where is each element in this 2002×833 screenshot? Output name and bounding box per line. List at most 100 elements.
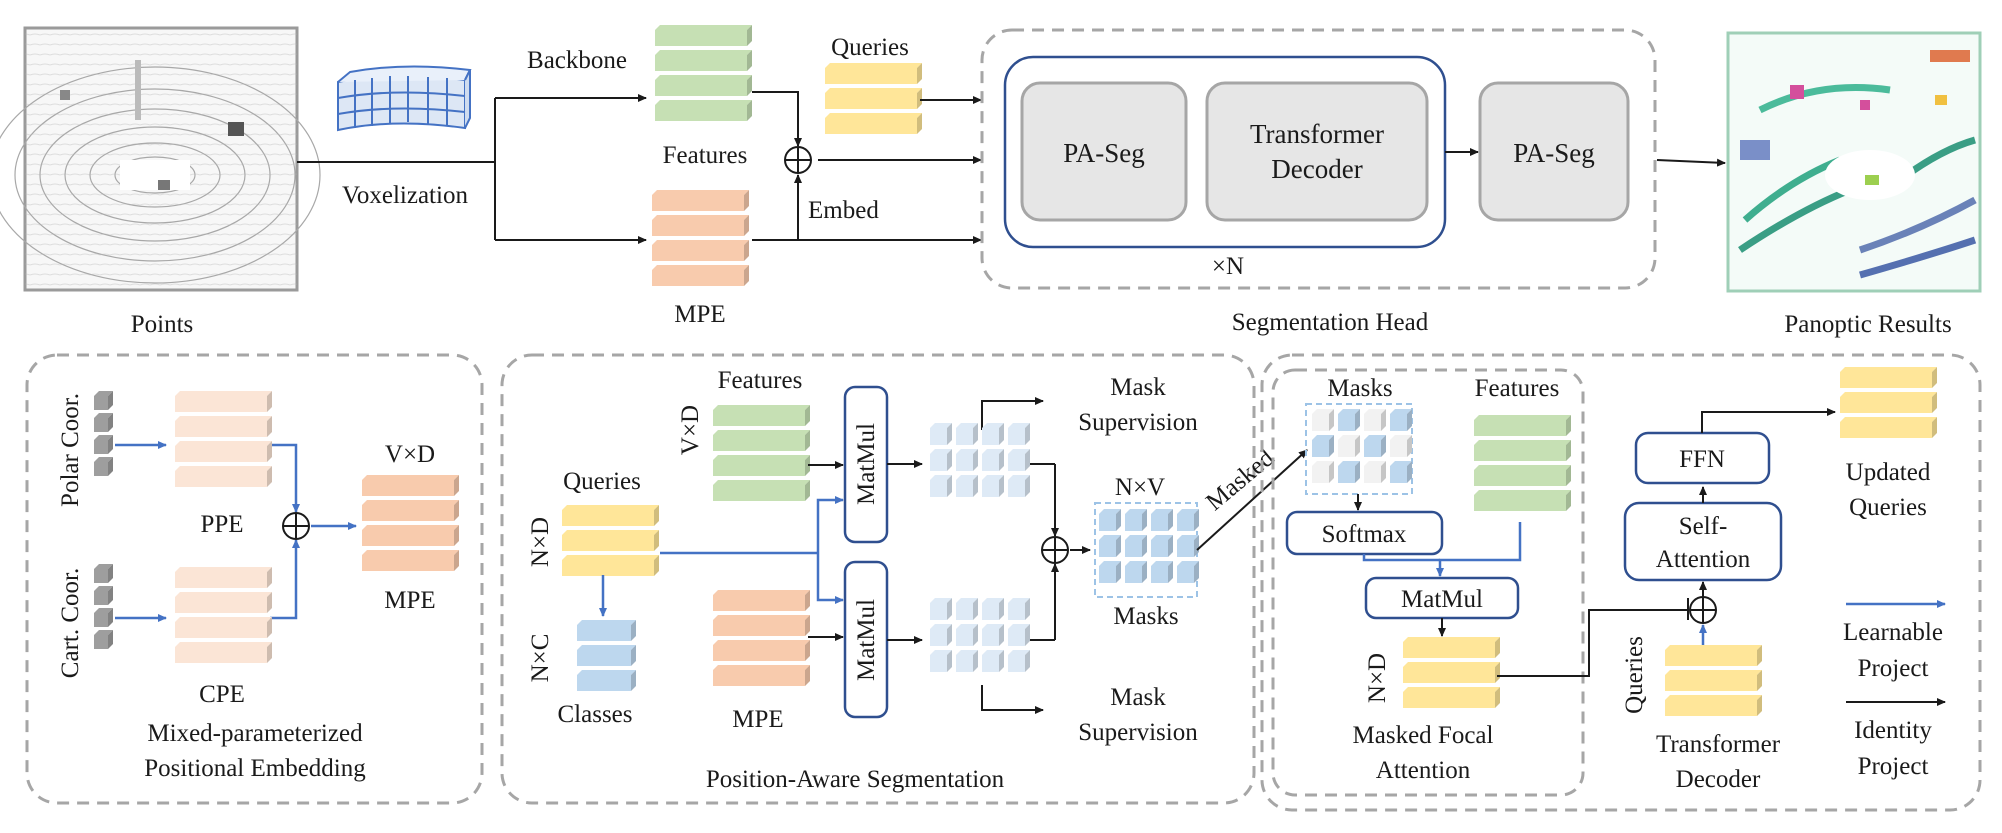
mask-cell [1390,435,1412,457]
mpe-bar [713,615,810,636]
identity-line2: Project [1858,753,1929,780]
nv-label: N×V [1115,474,1165,501]
cpe-stack [175,567,272,663]
dec-matmul-label: MatMul [1401,586,1483,613]
transformer-decoder-box [1205,81,1429,222]
mask-cell [1390,409,1412,431]
updated-queries-line2: Queries [1849,494,1927,521]
decoder-panel-outer [1260,353,1982,812]
mask-cell [956,449,978,471]
dec-features-stack [1474,415,1571,511]
mfa-label-line2: Attention [1376,757,1471,784]
class-bar [577,645,636,666]
mpe-bar [652,265,749,286]
cartesian-coordinate-cubes [94,564,113,649]
ppe-bar [175,441,272,462]
mpe-bar [713,640,810,661]
mask-cell [982,650,1004,672]
updated-queries-stack [1840,367,1937,438]
feature-bar [713,455,810,476]
add-icon [1041,536,1069,564]
mask-cell [982,624,1004,646]
mpe-bar [362,550,459,571]
segmentation-head-label: Segmentation Head [1232,309,1429,336]
ppe-stack [175,391,272,487]
mask-cell [1151,561,1173,583]
td-label-line1: Transformer [1656,731,1781,758]
mask-cell [1099,561,1121,583]
mpe-panel-label: MPE [384,587,435,614]
class-bar [577,670,636,691]
feature-bar [655,100,752,121]
mask-cell [1177,535,1199,557]
feature-bar [655,50,752,71]
mask-cell [956,598,978,620]
mask-cell [1177,561,1199,583]
dec-nd-label: N×D [1364,653,1391,703]
query-bar [1403,637,1500,658]
mask-cell [982,475,1004,497]
mask-cell [930,475,952,497]
mask-cell [1008,423,1030,445]
coordinate-cube [94,630,113,649]
queries-stack [825,63,922,134]
query-bar [1403,687,1500,708]
mask-supervision-top-line1: Mask [1110,374,1166,401]
feature-bar [1474,490,1571,511]
mask-cell [1099,535,1121,557]
query-bar [1840,367,1937,388]
coordinate-cube [94,413,113,432]
mask-cell [1338,461,1360,483]
mask-cell [1312,435,1334,457]
cpe-bar [175,567,272,588]
backbone-label: Backbone [527,47,627,74]
classes-label: Classes [558,701,633,728]
mpe-bar [652,190,749,211]
matmul-label-1: MatMul [853,423,880,505]
query-bar [1665,670,1762,691]
mask-cell [982,449,1004,471]
mask-cell [956,650,978,672]
mask-cell [1125,509,1147,531]
mask-grid-1 [930,423,1030,497]
paseg-mpe-stack [713,590,810,686]
ppe-bar [175,391,272,412]
features-stack [655,25,752,121]
self-attention-line1: Self- [1679,513,1728,540]
mfa-label-line1: Masked Focal [1353,722,1494,749]
dec-mask-grid [1312,409,1412,483]
point-cloud-image [0,26,321,292]
ppe-bar [175,466,272,487]
voxel-grid-icon [337,65,472,132]
cart-coor-label: Cart. Coor. [57,568,84,678]
feature-bar [655,25,752,46]
dec-queries-label: Queries [1621,636,1648,714]
nv-mask-grid [1099,509,1199,583]
features-label: Features [663,142,748,169]
query-bar [1840,417,1937,438]
mpe-bar [652,240,749,261]
mask-cell [1008,624,1030,646]
classes-stack [577,620,636,691]
paseg-vd-label: V×D [677,405,704,455]
voxelization-label: Voxelization [342,182,468,209]
paseg-masks-label: Masks [1113,603,1178,630]
mpe-label: MPE [674,301,725,328]
mask-cell [930,650,952,672]
paseg-features-stack [713,405,810,501]
mask-cell [1008,650,1030,672]
queries-label: Queries [831,34,909,61]
feature-bar [713,430,810,451]
feature-bar [1474,415,1571,436]
mask-cell [1151,509,1173,531]
feature-bar [1474,465,1571,486]
mpe-stack [652,190,749,286]
mask-grid-2 [930,598,1030,672]
mpe-bar [362,525,459,546]
paseg-queries-stack [562,505,659,576]
mask-cell [1364,435,1386,457]
query-bar [1840,392,1937,413]
identity-line1: Identity [1854,717,1932,744]
polar-coor-label: Polar Coor. [57,393,84,507]
mask-cell [930,423,952,445]
